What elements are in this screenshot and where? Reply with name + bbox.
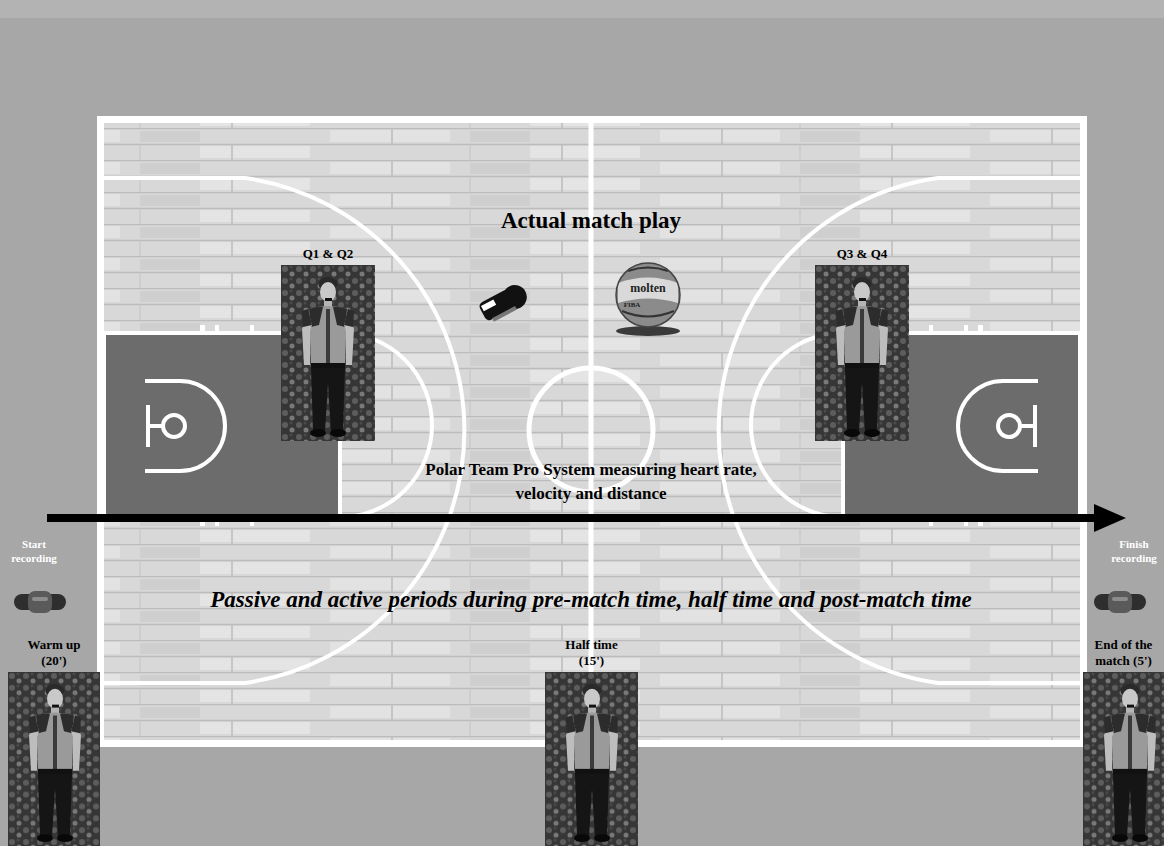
court-lines xyxy=(101,119,1084,744)
lane-mark xyxy=(250,325,254,333)
referee-photo: Q1 & Q2 xyxy=(281,265,375,441)
photo-heading: Q3 & Q4 xyxy=(817,246,907,262)
ball-seam xyxy=(622,311,674,317)
ball-seam xyxy=(628,268,668,272)
photo-heading: End of the match (5') xyxy=(1088,637,1160,669)
referee-photo: Half time (15') xyxy=(545,672,638,846)
sensor-highlight xyxy=(32,597,48,601)
restricted-arc xyxy=(145,381,225,471)
arrow-head xyxy=(1094,504,1126,532)
hoop-stem xyxy=(1020,424,1035,428)
referee-image xyxy=(281,265,375,441)
referee-figure xyxy=(1083,672,1164,846)
court-boundary xyxy=(101,120,1084,744)
arrow-shaft xyxy=(47,514,1098,522)
ball-panel xyxy=(618,278,678,304)
photo-heading: Q1 & Q2 xyxy=(283,246,373,262)
heart-rate-sensor xyxy=(14,591,66,613)
whistle-grip xyxy=(492,306,517,322)
referee-photo: Warm up (20') xyxy=(8,672,100,846)
referee-figure xyxy=(545,672,638,846)
top-band xyxy=(0,0,1164,18)
referee-image xyxy=(815,265,909,441)
lane-mark xyxy=(929,325,933,333)
timeline-arrow xyxy=(47,504,1126,532)
photo-heading: Warm up (20') xyxy=(14,637,94,669)
lane-mark xyxy=(978,325,983,333)
ball xyxy=(616,263,680,327)
section-title: Actual match play xyxy=(441,207,741,235)
sensor-highlight xyxy=(1112,597,1128,601)
wood-floor xyxy=(97,116,1087,746)
lane-mark xyxy=(200,325,205,333)
referee-image xyxy=(545,672,638,846)
referee-image xyxy=(8,672,100,846)
referee-figure xyxy=(281,265,375,441)
whistle-icon xyxy=(477,281,531,325)
ball-brand: molten xyxy=(618,281,678,295)
referee-photo: Q3 & Q4 xyxy=(815,265,909,441)
ball-logo: FIBA xyxy=(617,301,647,309)
restricted-arc xyxy=(958,381,1038,471)
sensor-pod xyxy=(28,591,52,613)
referee-figure xyxy=(8,672,100,846)
referee-figure xyxy=(815,265,909,441)
sensor-pod xyxy=(1108,591,1132,613)
lane-mark xyxy=(964,325,968,333)
recording-note: Start recording xyxy=(2,537,66,565)
referee-image xyxy=(1083,672,1164,846)
whistle-slot xyxy=(481,299,496,311)
basketball-icon xyxy=(616,263,680,336)
period-note: Passive and active periods during pre-ma… xyxy=(91,586,1091,614)
photo-heading: Half time (15') xyxy=(552,637,632,669)
system-note: Polar Team Pro System measuring heart ra… xyxy=(411,458,771,506)
lane-mark xyxy=(215,325,219,333)
referee-photo: End of the match (5') xyxy=(1083,672,1164,846)
heart-rate-sensor xyxy=(1094,591,1146,613)
ball-outline xyxy=(616,263,680,327)
hoop-ring xyxy=(163,415,185,437)
hoop-ring xyxy=(998,415,1020,437)
hoop-stem xyxy=(148,424,163,428)
recording-note: Finish recording xyxy=(1104,537,1164,565)
